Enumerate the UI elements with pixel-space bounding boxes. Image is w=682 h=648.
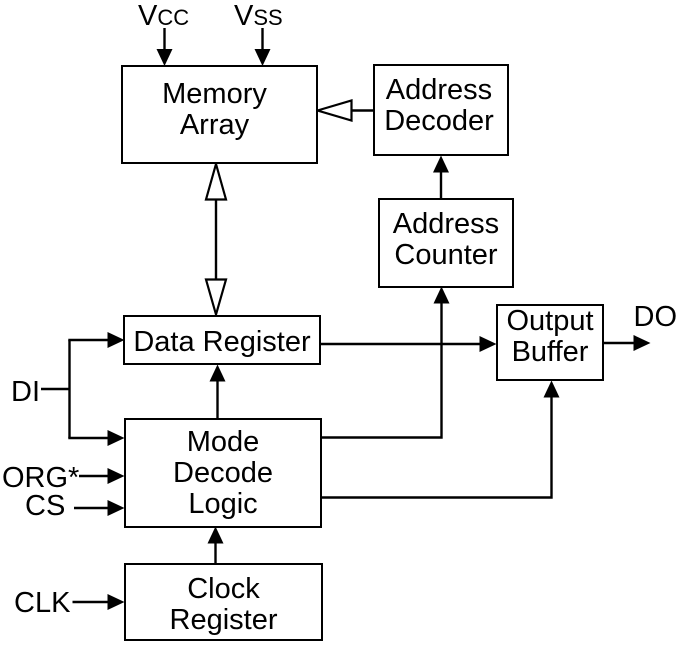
wire-clk-to-clock-register: [72, 594, 125, 610]
wire-vcc-to-memory-array: [156, 28, 173, 66]
node-memory-array: Memory Array: [121, 65, 318, 164]
pin-label-do: DO: [633, 300, 678, 333]
wire-clock-register-to-mode-decode: [207, 526, 224, 563]
wire-mode-decode-to-data-register: [209, 364, 226, 418]
wire-memory-array-data-register-bus: [204, 159, 228, 319]
wire-output-buffer-to-do: [603, 335, 651, 351]
node-mode-decode-logic-label: Mode Decode Logic: [173, 425, 273, 520]
node-address-counter: Address Counter: [378, 198, 514, 288]
node-memory-array-label: Memory Array: [162, 77, 267, 141]
pin-label-org: ORG*: [2, 461, 80, 494]
wire-cs-to-mode-decode: [74, 500, 125, 516]
wire-mode-decode-to-output-buffer: [321, 380, 560, 499]
pin-label-di: DI: [11, 375, 40, 408]
node-address-counter-label: Address Counter: [392, 207, 500, 271]
pin-label-cs: CS: [25, 490, 66, 522]
wire-di-branch: [41, 332, 125, 446]
pin-label-vss: VSS: [234, 0, 283, 32]
node-mode-decode-logic: Mode Decode Logic: [124, 418, 322, 528]
node-address-decoder-label: Address Decoder: [384, 74, 494, 137]
wire-vss-to-memory-array: [254, 28, 271, 66]
node-clock-register-label: Clock Register: [169, 572, 278, 636]
node-data-register: Data Register: [123, 315, 321, 365]
pin-label-vcc: VCC: [138, 0, 190, 32]
node-output-buffer-label: Output Buffer: [506, 304, 594, 368]
wire-org-to-mode-decode: [79, 468, 125, 484]
node-data-register-label: Data Register: [133, 325, 311, 358]
node-clock-register: Clock Register: [124, 563, 323, 641]
node-output-buffer: Output Buffer: [496, 304, 604, 381]
wire-address-counter-to-address-decoder: [433, 155, 449, 199]
wire-mode-decode-to-address-counter: [321, 286, 450, 439]
wire-address-decoder-to-memory-array: [313, 99, 373, 122]
wire-data-register-to-output-buffer: [320, 336, 497, 352]
node-address-decoder: Address Decoder: [373, 64, 509, 156]
pin-label-clk: CLK: [14, 586, 71, 619]
